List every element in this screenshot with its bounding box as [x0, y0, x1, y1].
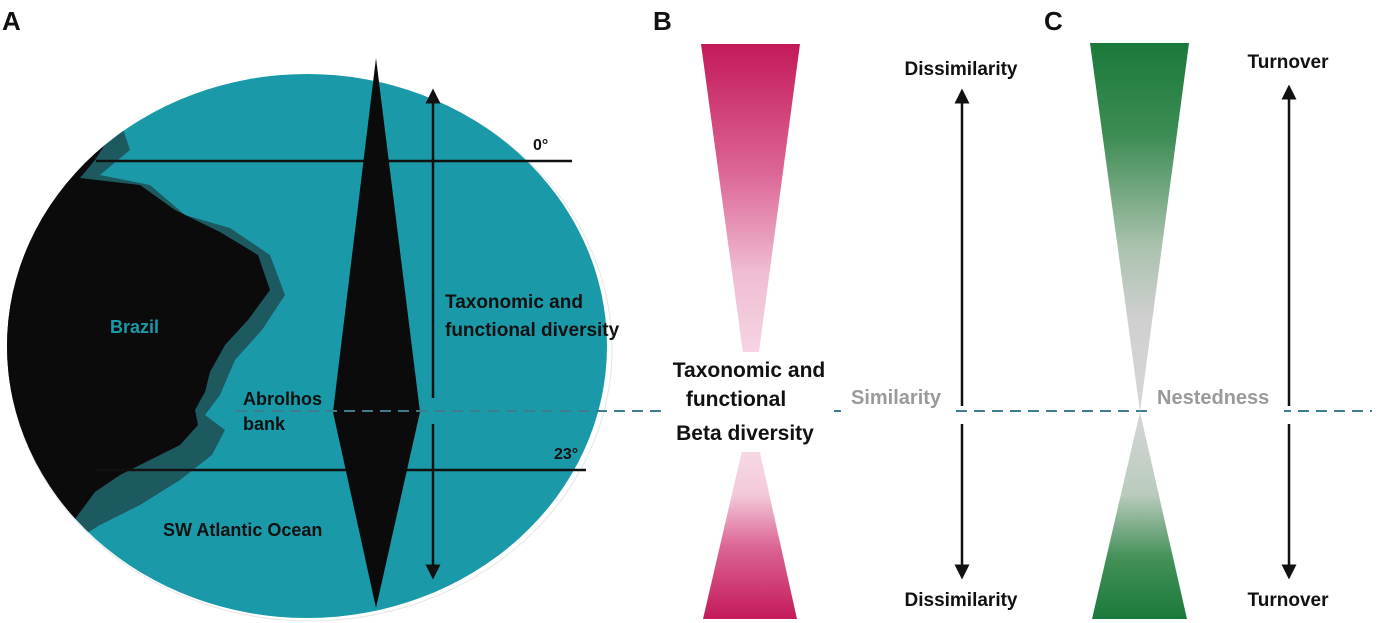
turnover-bottom-label: Turnover: [1248, 590, 1330, 611]
panel-b-letter: B: [653, 6, 672, 36]
beta-text-backdrop: [668, 352, 834, 452]
hourglass-bottom-magenta: [703, 412, 797, 619]
nestedness-backdrop: [1154, 384, 1284, 414]
similarity-label: Similarity: [851, 387, 942, 409]
diversity-label-line1: Taxonomic and: [445, 292, 583, 313]
panel-a-letter: A: [2, 6, 21, 36]
hourglass-top-green: [1090, 43, 1189, 412]
dissimilarity-top-label: Dissimilarity: [905, 59, 1018, 80]
panel-a: A 0° 23° Brazil Abrolhos bank SW Atlanti…: [2, 6, 620, 622]
similarity-backdrop: [848, 384, 954, 414]
beta-label-line2: functional: [686, 388, 786, 411]
latitude-label-0: 0°: [533, 137, 548, 154]
brazil-land: [7, 125, 270, 590]
abrolhos-label-line1: Abrolhos: [243, 389, 322, 409]
panel-c: C Nestedness Turnover Turnover: [1044, 6, 1329, 619]
hourglass-top-magenta: [701, 44, 800, 412]
beta-label-line3: Beta diversity: [676, 422, 814, 445]
ocean-label: SW Atlantic Ocean: [163, 520, 322, 540]
hourglass-bottom-green: [1092, 412, 1187, 619]
diversity-label-line2: functional diversity: [445, 320, 620, 341]
brazil-label: Brazil: [110, 317, 159, 337]
panel-c-letter: C: [1044, 6, 1063, 36]
abrolhos-label-line2: bank: [243, 414, 286, 434]
continent-group: [7, 105, 285, 600]
dissimilarity-bottom-label: Dissimilarity: [905, 590, 1018, 611]
turnover-top-label: Turnover: [1248, 52, 1330, 73]
diversity-diamond: [333, 58, 420, 608]
latitude-label-23: 23°: [554, 446, 578, 463]
nestedness-label: Nestedness: [1157, 387, 1269, 409]
panel-b: B Taxonomic and functional Beta diversit…: [653, 6, 1018, 619]
beta-label-line1: Taxonomic and: [673, 359, 825, 382]
